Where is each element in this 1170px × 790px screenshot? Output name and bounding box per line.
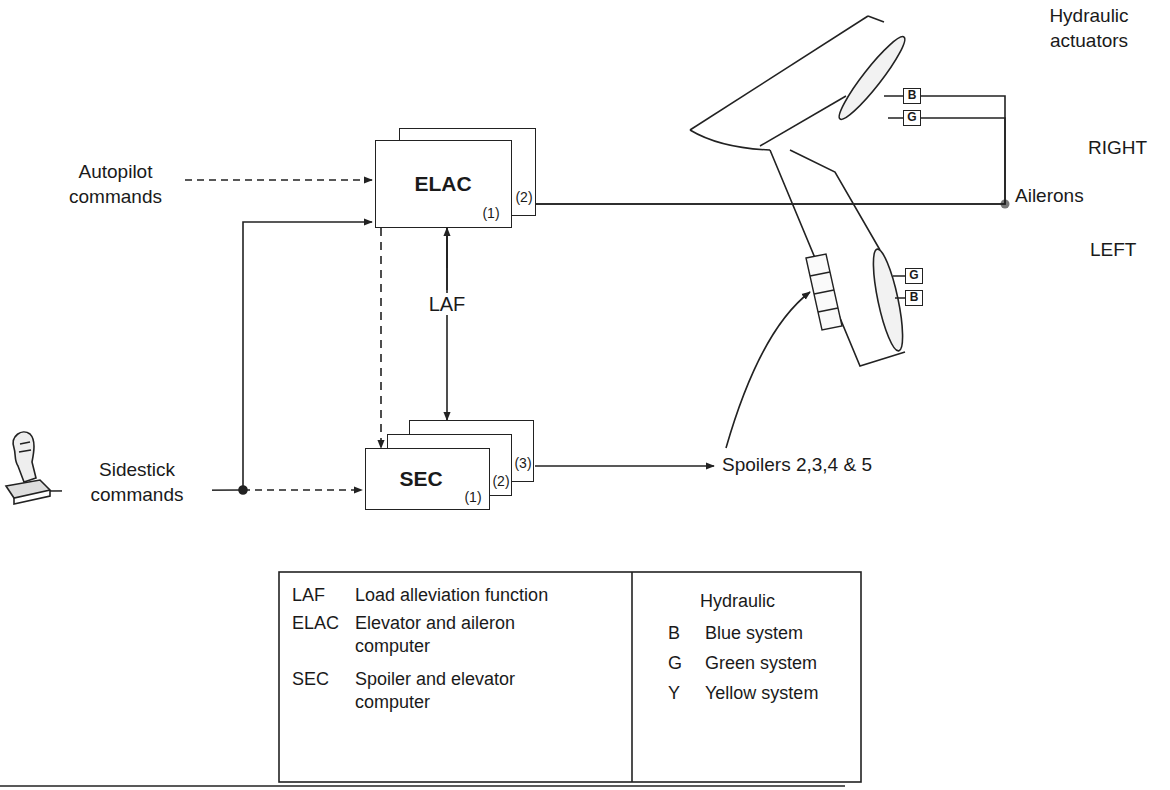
unit-number: (1) bbox=[464, 490, 481, 505]
legend-text: Blue system bbox=[705, 622, 803, 645]
legend-text: B bbox=[668, 622, 680, 645]
legend-text: G bbox=[668, 652, 682, 675]
legend-text: Hydraulic bbox=[700, 590, 775, 613]
box-title: ELAC bbox=[414, 172, 471, 195]
diagram-label: Ailerons bbox=[1015, 184, 1084, 209]
box-title: B bbox=[908, 89, 917, 102]
box-title: B bbox=[910, 291, 919, 304]
connector bbox=[536, 118, 1005, 204]
legend-table bbox=[279, 572, 861, 782]
unit-number: (2) bbox=[515, 190, 532, 205]
sidestick-symbol bbox=[6, 432, 50, 504]
legend-text: LAF bbox=[292, 584, 325, 607]
page-rule bbox=[0, 785, 845, 786]
computer-box: SEC (1) (2) (3) bbox=[365, 420, 534, 510]
connector bbox=[446, 228, 448, 290]
legend-text: Y bbox=[668, 682, 680, 705]
spoiler-panels bbox=[806, 254, 842, 330]
diagram-label: LEFT bbox=[1090, 238, 1136, 263]
unit-number: (2) bbox=[492, 474, 509, 489]
diagram-label: RIGHT bbox=[1088, 136, 1147, 161]
connector-label: LAF bbox=[426, 293, 469, 315]
actuator-box: B bbox=[905, 290, 923, 306]
box-title: SEC bbox=[399, 467, 442, 490]
box-title: G bbox=[909, 269, 918, 282]
connector bbox=[380, 228, 382, 448]
connector bbox=[446, 228, 448, 420]
spoiler-command-line bbox=[535, 292, 810, 466]
diagram-label: Sidestick commands bbox=[62, 458, 212, 507]
diagram-label: Hydraulic actuators bbox=[1028, 4, 1150, 53]
unit-number: (3) bbox=[514, 456, 531, 471]
actuator-box: G bbox=[903, 110, 921, 126]
legend-text: Yellow system bbox=[705, 682, 818, 705]
aileron-right bbox=[833, 31, 911, 124]
legend-text: Spoiler and elevator computer bbox=[355, 668, 560, 715]
diagram-label: Autopilot commands bbox=[48, 160, 183, 209]
actuator-box: G bbox=[905, 268, 923, 284]
unit-number: (1) bbox=[482, 206, 499, 221]
command-wiring bbox=[50, 180, 372, 494]
computer-box: ELAC (1) (2) bbox=[375, 128, 536, 228]
actuator-box: B bbox=[903, 88, 921, 104]
diagram-label: Spoilers 2,3,4 & 5 bbox=[722, 453, 872, 478]
box-title: G bbox=[907, 111, 916, 124]
legend-text: Elevator and aileron computer bbox=[355, 612, 560, 659]
connector bbox=[536, 96, 1005, 204]
aileron-left bbox=[867, 247, 908, 353]
legend-text: SEC bbox=[292, 668, 329, 691]
legend-text: Load alleviation function bbox=[355, 584, 615, 607]
legend-text: Green system bbox=[705, 652, 817, 675]
legend-text: ELAC bbox=[292, 612, 339, 635]
